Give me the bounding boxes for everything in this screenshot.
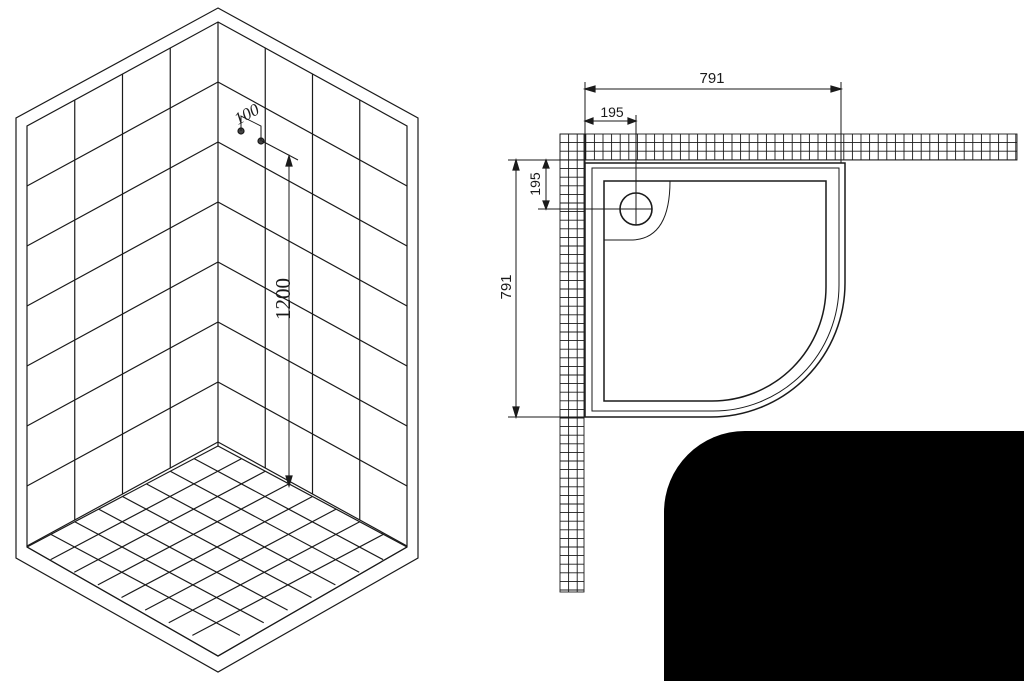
drain-offset-x-label: 195: [600, 104, 624, 120]
corner-black-block: [664, 431, 1024, 681]
tray-rim-outline: [591, 167, 840, 412]
valve-spacing-dimension: [240, 115, 262, 141]
width-arrow-left: [582, 85, 596, 93]
floor-tile-line: [168, 521, 361, 624]
wall-tile-horizontal-line: [26, 381, 219, 487]
wall-tile-horizontal-line: [217, 261, 408, 367]
drain-y-arrow-top: [542, 158, 550, 169]
wall-tile-horizontal-line: [26, 141, 219, 247]
width-arrow-right: [830, 85, 844, 93]
drain-x-arrow-right: [627, 117, 638, 125]
outer-frame: [15, 7, 419, 673]
wall-tile-horizontal-line: [26, 261, 219, 367]
floor-back-edge: [26, 445, 219, 548]
floor-front-edge: [26, 546, 408, 657]
tray-basin-outline: [603, 180, 827, 402]
overall-depth-label: 791: [498, 274, 515, 299]
height-arrow-bottom: [285, 475, 293, 489]
drain-x-arrow-left: [583, 117, 594, 125]
wall-tile-horizontal-line: [26, 321, 219, 427]
height-label: 1200: [271, 278, 295, 320]
floor-tile-line: [192, 533, 384, 636]
overall-width-label: 791: [699, 70, 724, 87]
wall-tile-horizontal-line: [217, 201, 408, 307]
tray-outer-outline: [584, 162, 846, 418]
floor-tile-line: [98, 508, 288, 611]
wall-tile-horizontal-line: [217, 381, 408, 487]
drain-recess-arc: [604, 180, 671, 241]
wall-tile-horizontal-line: [217, 81, 408, 187]
floor-tile-line: [121, 495, 313, 599]
depth-arrow-bottom: [512, 406, 520, 420]
floor-tile-line: [144, 508, 337, 611]
wall-tile-horizontal-line: [26, 81, 219, 187]
depth-arrow-top: [512, 157, 520, 171]
wall-tile-horizontal-line: [26, 441, 219, 547]
wall-tile-horizontal-line: [217, 321, 408, 427]
wall-tile-horizontal-line: [217, 141, 408, 247]
inner-frame: [26, 21, 408, 657]
wall-tile-horizontal-line: [217, 441, 408, 547]
height-extension-top: [261, 140, 299, 161]
floor-tile-line: [74, 521, 265, 624]
floor-back-edge: [217, 445, 408, 548]
wall-tile-horizontal-line: [26, 201, 219, 307]
height-arrow-top: [285, 153, 293, 167]
drain-offset-y-label: 195: [527, 172, 543, 196]
floor-tile-line: [50, 533, 241, 636]
plan-view: [508, 82, 1018, 593]
wall-and-floor-tile-grid: [26, 22, 408, 636]
drain-y-arrow-bottom: [542, 200, 550, 211]
mosaic-strip-left: [559, 133, 585, 593]
isometric-corner-view: [15, 7, 419, 673]
